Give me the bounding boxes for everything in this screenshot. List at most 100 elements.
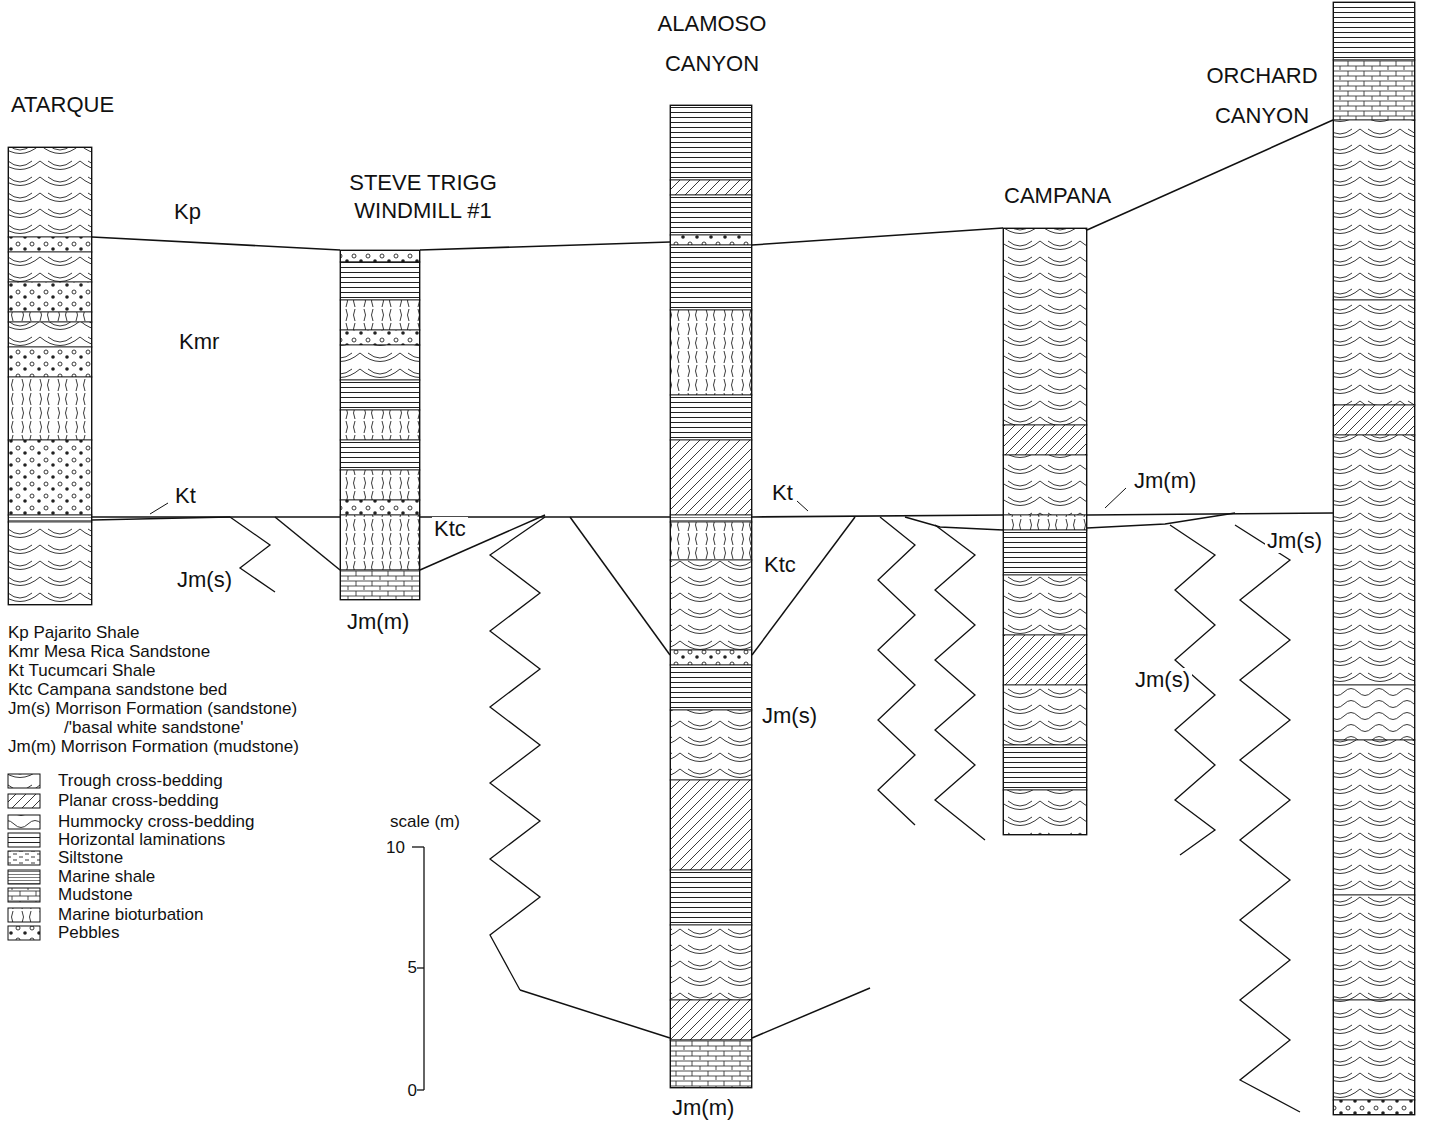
- correlation-line: [92, 516, 340, 518]
- strata-bed: [670, 195, 752, 235]
- strata-bed: [670, 780, 752, 870]
- unit-label: Ktc: [762, 553, 798, 577]
- strata-bed: [670, 650, 752, 665]
- unit-label: Ktc: [432, 517, 468, 541]
- unit-label: Kmr: [177, 330, 221, 354]
- unit-label: Kp: [172, 200, 203, 224]
- legend-text: Trough cross-bedding: [58, 771, 223, 790]
- strata-bed: [1003, 635, 1087, 685]
- correlation-line: [752, 228, 1003, 245]
- strata-bed: [340, 470, 420, 500]
- strata-bed: [1333, 60, 1415, 120]
- key-text: scale (m): [390, 812, 460, 831]
- strata-bed: [1333, 685, 1415, 740]
- column-title: CAMPANA: [1004, 183, 1111, 209]
- strata-bed: [340, 250, 420, 262]
- key-text: Jm(s) Morrison Formation (sandstone) /'b…: [8, 699, 334, 737]
- section-column: STEVE TRIGG WINDMILL #1: [340, 250, 420, 600]
- strata-bed: [340, 500, 420, 515]
- strata-bed: [670, 1040, 752, 1088]
- legend-text: Marine bioturbation: [58, 905, 204, 924]
- strata-bed: [1333, 1100, 1415, 1115]
- strata-bed: [1333, 300, 1415, 405]
- strata-bed: [8, 147, 92, 237]
- key-text: Kmr Mesa Rica Sandstone: [8, 642, 210, 661]
- legend-text: Planar cross-bedding: [58, 791, 219, 810]
- strata-bed: [8, 522, 92, 605]
- key-text: Kp Pajarito Shale: [8, 623, 139, 642]
- strata-bed: [670, 180, 752, 195]
- legend-text: Siltstone: [58, 848, 123, 867]
- strata-bed: [1333, 1000, 1415, 1100]
- strata-bed: [670, 245, 752, 310]
- channel-lines: [92, 513, 1235, 1038]
- scale-number: 0: [395, 1081, 417, 1100]
- legend-text: Pebbles: [58, 923, 119, 942]
- strata-bed: [670, 522, 752, 560]
- strata-bed: [1003, 745, 1087, 790]
- strata-bed: [340, 410, 420, 440]
- section-column: ALAMOSO CANYON: [670, 105, 752, 1088]
- correlation-line: [420, 242, 670, 250]
- unit-label: Jm(m): [1132, 469, 1198, 493]
- unit-label: Jm(s): [1265, 529, 1324, 553]
- strata-bed: [670, 1000, 752, 1040]
- strata-bed: [670, 515, 752, 522]
- unit-label: Jm(s): [760, 704, 819, 728]
- legend-text: Hummocky cross-bedding: [58, 812, 255, 831]
- strata-bed: [8, 322, 92, 347]
- strata-bed: [8, 282, 92, 312]
- legend-text: Marine shale: [58, 867, 155, 886]
- strata-bed: [1333, 2, 1415, 60]
- strata-bed: [670, 395, 752, 440]
- strata-bed: [8, 515, 92, 522]
- strata-bed: [1333, 405, 1415, 435]
- strata-bed: [8, 377, 92, 440]
- strata-bed: [340, 262, 420, 300]
- strata-bed: [670, 105, 752, 180]
- strata-bed: [670, 710, 752, 780]
- key-text: Ktc Campana sandstone bed: [8, 680, 227, 699]
- legend-text: Mudstone: [58, 885, 133, 904]
- strata-bed: [340, 570, 420, 600]
- strata-bed: [670, 925, 752, 1000]
- column-title: ORCHARD CANYON: [1192, 56, 1332, 136]
- strata-bed: [8, 440, 92, 515]
- strata-bed: [670, 310, 752, 395]
- unit-label: Jm(s): [1133, 668, 1192, 692]
- column-title: ATARQUE: [11, 92, 114, 118]
- strata-bed: [8, 312, 92, 322]
- strata-bed: [8, 252, 92, 282]
- unit-label: Kt: [770, 481, 795, 505]
- strata-bed: [1333, 435, 1415, 685]
- key-text: Kt Tucumcari Shale: [8, 661, 155, 680]
- unit-label: Jm(m): [670, 1096, 736, 1120]
- unit-label: Kt: [173, 484, 198, 508]
- correlation-line: [1087, 120, 1333, 230]
- strata-bed: [1003, 790, 1087, 835]
- strata-bed: [340, 330, 420, 345]
- legend-swatches: [8, 774, 40, 940]
- strata-bed: [670, 235, 752, 245]
- scale-number: 5: [395, 958, 417, 977]
- strata-bed: [670, 440, 752, 515]
- strata-bed: [670, 870, 752, 925]
- section-column: CAMPANA: [1003, 228, 1087, 835]
- strata-bed: [8, 237, 92, 252]
- scale-number: 10: [383, 838, 405, 857]
- strata-bed: [1003, 685, 1087, 745]
- strata-bed: [1003, 530, 1087, 575]
- strata-bed: [340, 440, 420, 470]
- strata-bed: [1003, 515, 1087, 530]
- strata-bed: [8, 347, 92, 377]
- key-text: Jm(m) Morrison Formation (mudstone): [8, 737, 299, 756]
- strata-bed: [340, 300, 420, 330]
- legend-text: Horizontal laminations: [58, 830, 225, 849]
- section-column: ORCHARD CANYON: [1333, 2, 1415, 1115]
- correlation-line: [1087, 513, 1333, 515]
- strata-bed: [1003, 425, 1087, 455]
- unit-label: Jm(m): [345, 610, 411, 634]
- column-title: STEVE TRIGG WINDMILL #1: [323, 169, 523, 225]
